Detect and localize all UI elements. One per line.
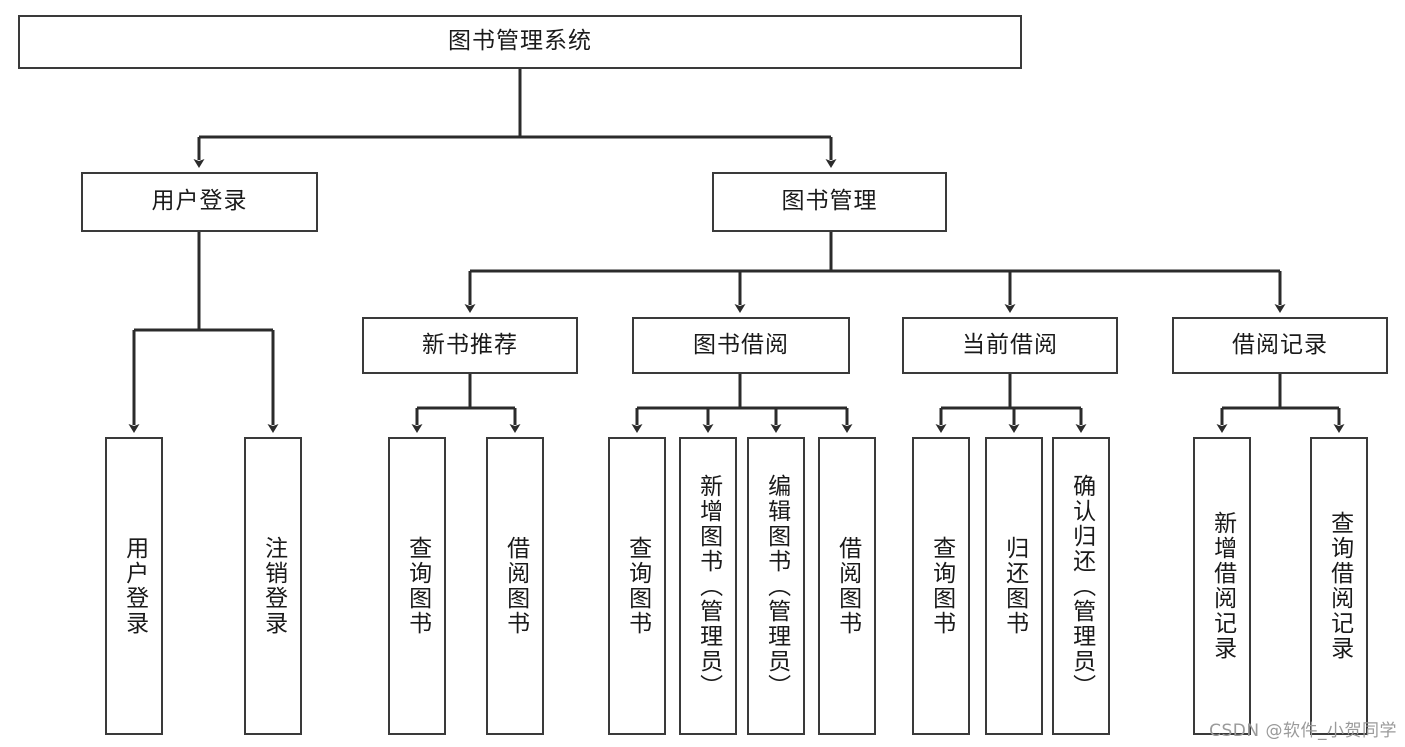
leaf-label: 借阅图书 bbox=[502, 536, 529, 636]
leaf-query-book-current[interactable]: 查询图书 bbox=[912, 437, 970, 735]
leaf-confirm-return-admin[interactable]: 确认归还（管理员） bbox=[1052, 437, 1110, 735]
node-new-book-recommend[interactable]: 新书推荐 bbox=[362, 317, 578, 374]
leaf-label: 查询借阅记录 bbox=[1326, 511, 1353, 661]
leaf-borrow-book-recommend[interactable]: 借阅图书 bbox=[486, 437, 544, 735]
leaf-logout[interactable]: 注销登录 bbox=[244, 437, 302, 735]
leaf-label: 用户登录 bbox=[121, 536, 148, 636]
leaf-label: 归还图书 bbox=[1001, 536, 1028, 636]
leaf-label: 确认归还（管理员） bbox=[1068, 473, 1095, 699]
leaf-query-book-recommend[interactable]: 查询图书 bbox=[388, 437, 446, 735]
leaf-return-book[interactable]: 归还图书 bbox=[985, 437, 1043, 735]
node-root-system[interactable]: 图书管理系统 bbox=[18, 15, 1022, 69]
leaf-edit-book-admin[interactable]: 编辑图书（管理员） bbox=[747, 437, 805, 735]
leaf-label: 注销登录 bbox=[260, 536, 287, 636]
csdn-watermark: CSDN @软件_小贺同学 bbox=[1209, 721, 1397, 741]
node-book-borrow[interactable]: 图书借阅 bbox=[632, 317, 850, 374]
leaf-label: 新增图书（管理员） bbox=[695, 473, 722, 699]
leaf-label: 查询图书 bbox=[928, 536, 955, 636]
leaf-label: 借阅图书 bbox=[834, 536, 861, 636]
leaf-query-borrow-record[interactable]: 查询借阅记录 bbox=[1310, 437, 1368, 735]
leaf-add-book-admin[interactable]: 新增图书（管理员） bbox=[679, 437, 737, 735]
leaf-user-login[interactable]: 用户登录 bbox=[105, 437, 163, 735]
leaf-label: 编辑图书（管理员） bbox=[763, 473, 790, 699]
leaf-label: 新增借阅记录 bbox=[1209, 511, 1236, 661]
leaf-label: 查询图书 bbox=[624, 536, 651, 636]
node-current-borrow[interactable]: 当前借阅 bbox=[902, 317, 1118, 374]
leaf-borrow-book[interactable]: 借阅图书 bbox=[818, 437, 876, 735]
leaf-query-book-borrow[interactable]: 查询图书 bbox=[608, 437, 666, 735]
leaf-label: 查询图书 bbox=[404, 536, 431, 636]
node-borrow-record[interactable]: 借阅记录 bbox=[1172, 317, 1388, 374]
node-book-management[interactable]: 图书管理 bbox=[712, 172, 947, 232]
node-user-login[interactable]: 用户登录 bbox=[81, 172, 318, 232]
leaf-add-borrow-record[interactable]: 新增借阅记录 bbox=[1193, 437, 1251, 735]
